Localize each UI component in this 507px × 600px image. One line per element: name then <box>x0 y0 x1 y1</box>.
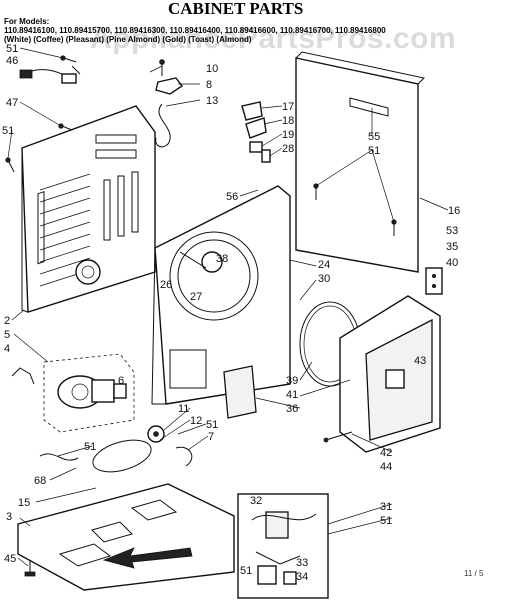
left-side-panel <box>21 105 156 313</box>
callout: 30 <box>318 273 330 285</box>
leader-lines <box>7 47 449 567</box>
callout: 16 <box>448 205 460 217</box>
callout: 40 <box>446 257 458 269</box>
callout: 53 <box>446 225 458 237</box>
inset-detail <box>237 493 329 599</box>
callout: 17 <box>282 101 294 113</box>
motor-box-outline <box>43 353 135 433</box>
callout: 8 <box>206 79 212 91</box>
callout: 34 <box>296 571 308 583</box>
part-13-harness <box>155 103 171 148</box>
hinge-bracket <box>425 267 443 295</box>
callout: 15 <box>18 497 30 509</box>
motor-clip-4 <box>11 367 35 385</box>
callout: 27 <box>190 291 202 303</box>
callout: 56 <box>226 191 238 203</box>
callout: 26 <box>160 279 172 291</box>
dryer-base <box>17 483 235 591</box>
callout: 51 <box>2 125 14 137</box>
door-assembly <box>339 295 441 453</box>
model-numbers: 110.89416100, 110.89415700, 110.89416300… <box>4 26 386 35</box>
rear-panel <box>295 51 426 273</box>
models-heading: For Models: <box>4 17 49 26</box>
brackets-17-18-19 <box>241 101 271 163</box>
diagram-title: CABINET PARTS <box>168 0 303 18</box>
callout: 68 <box>34 475 46 487</box>
callout: 19 <box>282 129 294 141</box>
screw-51-top <box>60 55 77 63</box>
screw-51-left <box>5 157 15 173</box>
callout: 4 <box>4 343 10 355</box>
idler-pulley <box>147 425 193 467</box>
drive-belt <box>92 439 152 473</box>
part-8-switch <box>155 77 184 95</box>
callout: 18 <box>282 115 294 127</box>
callout: 31 <box>380 501 392 513</box>
part-10-screw <box>159 59 165 76</box>
callout: 51 <box>380 515 392 527</box>
callout: 45 <box>4 553 16 565</box>
callout: 41 <box>286 389 298 401</box>
direction-arrow <box>102 547 193 569</box>
color-notes: (White) (Coffee) (Pleasant) (Pine Almond… <box>4 35 252 44</box>
wire-harness-68 <box>39 453 79 461</box>
callout: 51 <box>206 419 218 431</box>
front-panel <box>151 185 291 405</box>
callout-labels: 51 46 47 51 2 5 4 6 10 8 13 17 18 19 28 … <box>2 43 460 583</box>
callout: 43 <box>414 355 426 367</box>
leveling-leg-45 <box>24 560 36 577</box>
watermark: AppliancePartsPros.com <box>90 22 456 55</box>
callout: 38 <box>216 253 228 265</box>
callout: 47 <box>6 97 18 109</box>
callout: 55 <box>368 131 380 143</box>
callout: 36 <box>286 403 298 415</box>
callout: 46 <box>6 55 18 67</box>
screw-47 <box>58 123 73 131</box>
panel-louvers <box>39 134 139 287</box>
callout: 5 <box>4 329 10 341</box>
callout: 51 <box>240 565 252 577</box>
callout: 35 <box>446 241 458 253</box>
callout: 11 <box>178 403 189 415</box>
callout: 42 <box>380 447 392 459</box>
callout: 2 <box>4 315 10 327</box>
callout: 39 <box>286 375 298 387</box>
screw-42 <box>323 431 353 443</box>
callout: 6 <box>118 375 124 387</box>
callout: 28 <box>282 143 294 155</box>
callout: 24 <box>318 259 330 271</box>
callout: 51 <box>84 441 96 453</box>
callout: 33 <box>296 557 308 569</box>
power-cord <box>19 65 81 84</box>
callout: 7 <box>208 431 214 443</box>
callout: 51 <box>368 145 380 157</box>
corner-code: 11 / 5 <box>464 569 484 578</box>
callout: 32 <box>250 495 262 507</box>
callout: 10 <box>206 63 218 75</box>
drive-motor <box>57 375 127 409</box>
callout: 44 <box>380 461 392 473</box>
callout: 12 <box>190 415 202 427</box>
lint-screen-36 <box>223 365 257 419</box>
callout: 51 <box>6 43 18 55</box>
callout: 13 <box>206 95 218 107</box>
callout: 3 <box>6 511 12 523</box>
